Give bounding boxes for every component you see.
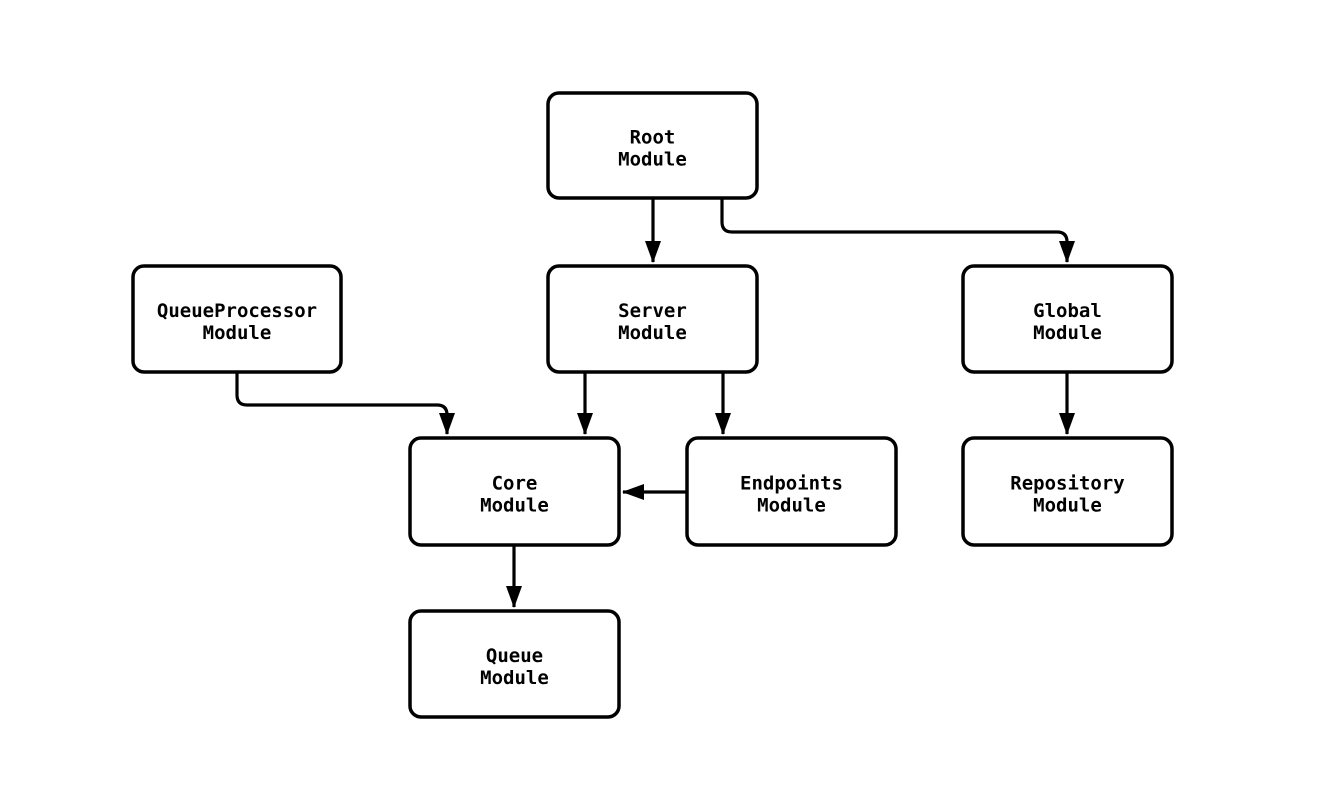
edge-root-module-to-global-module: [720, 198, 1075, 263]
node-box-queue-module: [408, 609, 621, 719]
node-box-repository-module: [961, 436, 1174, 547]
node-box-global-module: [961, 264, 1174, 374]
edge-queueprocessor-module-to-core-module: [235, 372, 455, 435]
node-box-server-module: [546, 264, 759, 374]
node-box-core-module: [408, 436, 621, 547]
node-box-queueprocessor-module: [131, 264, 343, 374]
node-box-endpoints-module: [685, 436, 898, 547]
node-box-root-module: [546, 91, 759, 200]
